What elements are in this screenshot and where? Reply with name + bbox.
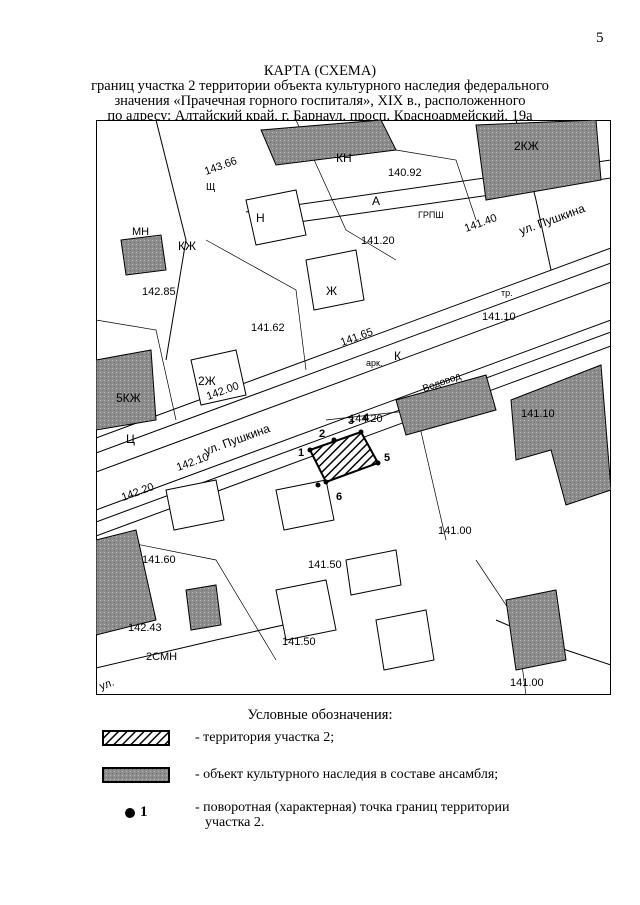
building-label: КЖ: [178, 239, 196, 253]
heritage-buildings: [96, 120, 611, 671]
building: [245, 189, 307, 246]
page-number: 5: [596, 30, 604, 46]
elevation-label: 142.43: [128, 622, 162, 634]
point-label-4: 4: [363, 412, 370, 424]
legend-text-heritage: - объект культурного наследия в составе …: [195, 767, 499, 782]
heritage-building: [505, 589, 567, 671]
street-label-bottom-left: ул.: [98, 677, 116, 693]
heritage-building: [185, 584, 222, 631]
map-scheme: 1 2 3 4 5 6 ул. Пушкина ул. Пушкина ул. …: [96, 120, 611, 695]
title-block: КАРТА (СХЕМА) границ участка 2 территори…: [90, 64, 550, 124]
building-label: КН: [336, 151, 352, 165]
building: [165, 479, 225, 531]
elevation-label: 140.92: [388, 167, 422, 179]
point-label-6: 6: [336, 491, 342, 503]
legend-text-point-line1: - поворотная (характерная) точка границ …: [195, 800, 510, 815]
heritage-building: [96, 349, 157, 431]
heritage-building: [260, 120, 397, 166]
elevation-label: 141.00: [438, 525, 472, 537]
point-label-1: 1: [298, 447, 304, 459]
building: [190, 349, 247, 406]
title-line-4: по адресу: Алтайский край, г. Барнаул, п…: [107, 108, 533, 124]
heritage-building: [510, 364, 611, 506]
legend-text-point-line2: участка 2.: [205, 815, 265, 830]
title-line-2: границ участка 2 территории объекта куль…: [91, 78, 549, 94]
building: [305, 249, 365, 311]
building-label: ГРПШ: [418, 210, 444, 220]
heritage-building: [475, 120, 602, 201]
building-label: 2Ж: [198, 374, 216, 388]
dot-icon: [125, 808, 135, 818]
building-label: К: [394, 349, 401, 363]
building-label: А: [372, 194, 380, 208]
grey-rect-icon: [102, 767, 170, 783]
building: [345, 549, 402, 596]
heritage-building: [120, 234, 167, 276]
elevation-label: 141.00: [510, 677, 544, 689]
legend-point-label: 1: [140, 804, 148, 820]
elevation-label: 142.85: [142, 286, 176, 298]
point-label-2: 2: [319, 428, 325, 440]
building-label: 5КЖ: [116, 391, 141, 405]
heritage-building: [96, 529, 157, 636]
elevation-label: 141.50: [282, 636, 316, 648]
building-label: тр.: [501, 288, 513, 298]
building: [275, 479, 335, 531]
heritage-building: [395, 374, 497, 436]
legend-title: Условные обозначения:: [247, 707, 393, 723]
building-label: 2СМН: [146, 651, 177, 663]
building: [375, 609, 435, 671]
hatched-rect-icon: [102, 730, 170, 746]
elevation-label: 141.10: [521, 408, 555, 420]
legend-text-point: - поворотная (характерная) точка границ …: [195, 800, 510, 830]
elevation-label: 141.62: [251, 322, 285, 334]
elevation-label: 144.20: [349, 413, 383, 425]
point-label-5: 5: [384, 452, 390, 464]
title-line-3: значения «Прачечная горного госпиталя», …: [114, 93, 526, 109]
map-title: КАРТА (СХЕМА): [263, 63, 377, 79]
building-label: Щ: [206, 182, 215, 193]
building: [275, 579, 337, 641]
point-label-3: 3: [348, 415, 354, 427]
elevation-label: 141.20: [361, 235, 395, 247]
building-label: 2КЖ: [514, 139, 539, 153]
elevation-label: 141.60: [142, 554, 176, 566]
buildings: [165, 189, 435, 671]
elevation-label: 141.10: [482, 311, 516, 323]
boundary-points: [307, 429, 381, 488]
legend-text-plot: - территория участка 2;: [195, 730, 335, 745]
building-label: МН: [132, 226, 149, 238]
building-label: Ц: [126, 432, 135, 446]
building-label: Ж: [326, 284, 337, 298]
elevation-label: 141.50: [308, 559, 342, 571]
building-label: арк.: [366, 358, 382, 368]
building-label: Н: [256, 211, 265, 225]
